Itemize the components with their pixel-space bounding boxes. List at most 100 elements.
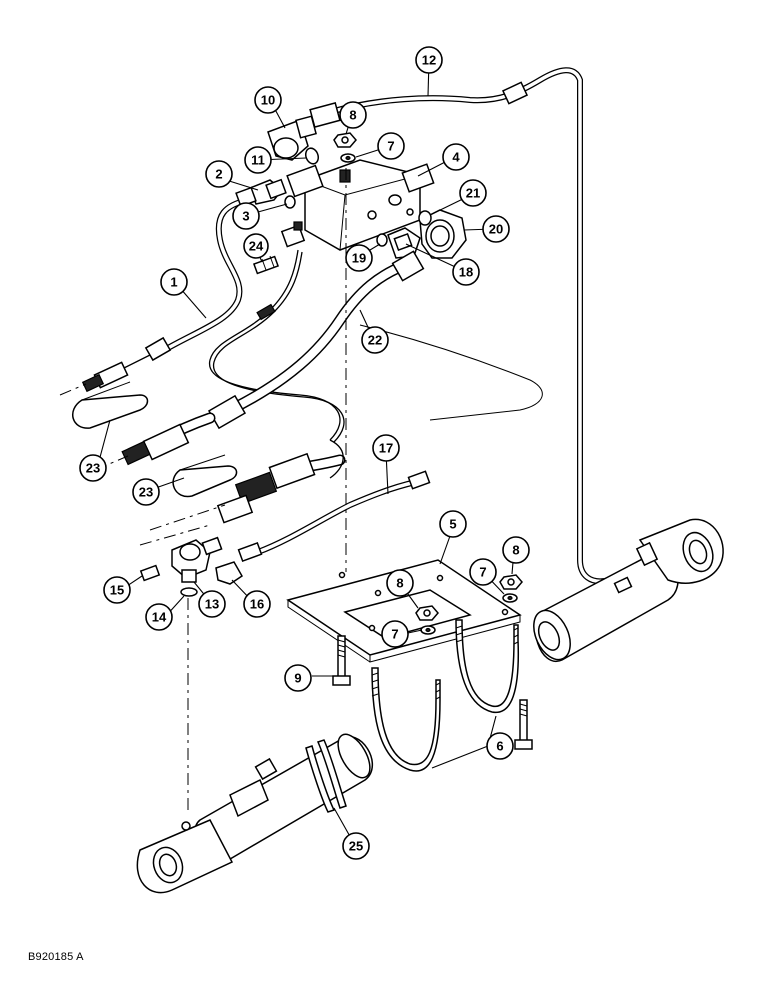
washer-7-right <box>502 593 518 603</box>
plug-15 <box>139 564 161 582</box>
svg-text:14: 14 <box>152 610 167 625</box>
svg-text:3: 3 <box>242 209 249 224</box>
callout-1: 1 <box>160 268 188 296</box>
svg-text:19: 19 <box>352 251 366 266</box>
callout-3: 3 <box>232 202 260 230</box>
bolt-9 <box>332 635 351 686</box>
fitting-2 <box>249 178 287 205</box>
hose-assembly-upper <box>59 354 151 396</box>
valve-block-4 <box>280 159 435 251</box>
nut-8-right <box>499 574 523 590</box>
svg-text:18: 18 <box>459 265 473 280</box>
callout-18: 18 <box>452 258 480 286</box>
svg-text:10: 10 <box>261 93 275 108</box>
hydraulic-cylinder-left <box>136 733 373 894</box>
callout-19: 19 <box>345 244 373 272</box>
wire-harness <box>208 249 345 443</box>
svg-text:16: 16 <box>250 597 264 612</box>
callout-17: 17 <box>372 434 400 462</box>
hose-clamp-25 <box>305 739 347 813</box>
callout-7-top: 7 <box>377 132 405 160</box>
callout-4: 4 <box>442 143 470 171</box>
svg-text:2: 2 <box>215 167 222 182</box>
svg-text:4: 4 <box>452 150 460 165</box>
fitting-18 <box>387 227 421 259</box>
nut-8-top <box>333 132 357 148</box>
callout-8-center: 8 <box>386 569 414 597</box>
assembly-centerlines <box>187 168 543 815</box>
oring-3 <box>284 195 296 209</box>
svg-text:7: 7 <box>387 139 394 154</box>
svg-text:12: 12 <box>422 53 436 68</box>
washer-7-top <box>340 153 356 163</box>
svg-text:24: 24 <box>249 239 264 254</box>
tube-17 <box>237 470 431 563</box>
tube-1 <box>144 186 257 362</box>
washer-7-center <box>420 625 436 635</box>
fitting-20 <box>419 209 467 259</box>
callout-8-top: 8 <box>339 101 367 129</box>
callout-14: 14 <box>145 603 173 631</box>
hose-22 <box>207 250 425 430</box>
callout-8-right: 8 <box>502 536 530 564</box>
svg-text:11: 11 <box>251 153 265 168</box>
callout-2: 2 <box>205 160 233 188</box>
oring-11 <box>304 147 320 165</box>
u-bolt-6-rear <box>455 619 520 714</box>
svg-text:23: 23 <box>86 461 100 476</box>
svg-text:13: 13 <box>205 597 219 612</box>
oring-19 <box>376 233 388 247</box>
hose-assembly-middle <box>94 412 216 471</box>
callout-24: 24 <box>243 233 269 259</box>
svg-text:7: 7 <box>479 565 486 580</box>
coupler-24 <box>252 255 280 275</box>
callout-23-lower: 23 <box>132 478 160 506</box>
tee-fitting-13 <box>171 536 223 583</box>
svg-text:6: 6 <box>496 739 503 754</box>
elbow-fitting-16 <box>215 561 243 585</box>
svg-text:25: 25 <box>349 839 363 854</box>
tube-12 <box>309 67 613 585</box>
svg-text:9: 9 <box>294 671 301 686</box>
svg-text:23: 23 <box>139 485 153 500</box>
svg-text:5: 5 <box>449 517 456 532</box>
elbow-fitting-10 <box>267 115 317 161</box>
bolt-9-right <box>514 699 533 750</box>
callout-12: 12 <box>415 46 443 74</box>
callout-15: 15 <box>103 576 131 604</box>
svg-text:20: 20 <box>489 222 503 237</box>
callout-23-upper: 23 <box>79 454 107 482</box>
callout-6: 6 <box>486 732 514 760</box>
u-bolt-6-front <box>371 667 441 772</box>
svg-text:15: 15 <box>110 583 124 598</box>
svg-text:21: 21 <box>466 186 480 201</box>
svg-text:1: 1 <box>170 275 177 290</box>
svg-text:22: 22 <box>368 333 382 348</box>
callout-25: 25 <box>342 832 370 860</box>
callout-20: 20 <box>482 215 510 243</box>
hydraulic-cylinder-right <box>533 518 724 663</box>
svg-text:8: 8 <box>512 543 519 558</box>
callout-9: 9 <box>284 664 312 692</box>
oring-14 <box>180 587 198 597</box>
svg-text:8: 8 <box>349 108 356 123</box>
svg-text:17: 17 <box>379 441 393 456</box>
callout-5: 5 <box>439 510 467 538</box>
figure-reference-code: B920185 A <box>28 951 84 963</box>
callout-16: 16 <box>243 590 271 618</box>
callout-21: 21 <box>459 179 487 207</box>
callout-10: 10 <box>254 86 282 114</box>
callout-13: 13 <box>198 590 226 618</box>
callout-11: 11 <box>244 146 272 174</box>
callout-7-right: 7 <box>469 558 497 586</box>
nut-8-center <box>415 605 439 621</box>
svg-text:8: 8 <box>396 576 403 591</box>
mounting-plate-5 <box>286 559 522 663</box>
hose-clamp-23-lower <box>172 454 238 498</box>
oring-21 <box>418 210 432 226</box>
hose-clamp-23-upper <box>72 381 149 429</box>
hose-assembly-lower <box>139 439 346 546</box>
callout-7-center: 7 <box>381 620 409 648</box>
callout-22: 22 <box>361 326 389 354</box>
